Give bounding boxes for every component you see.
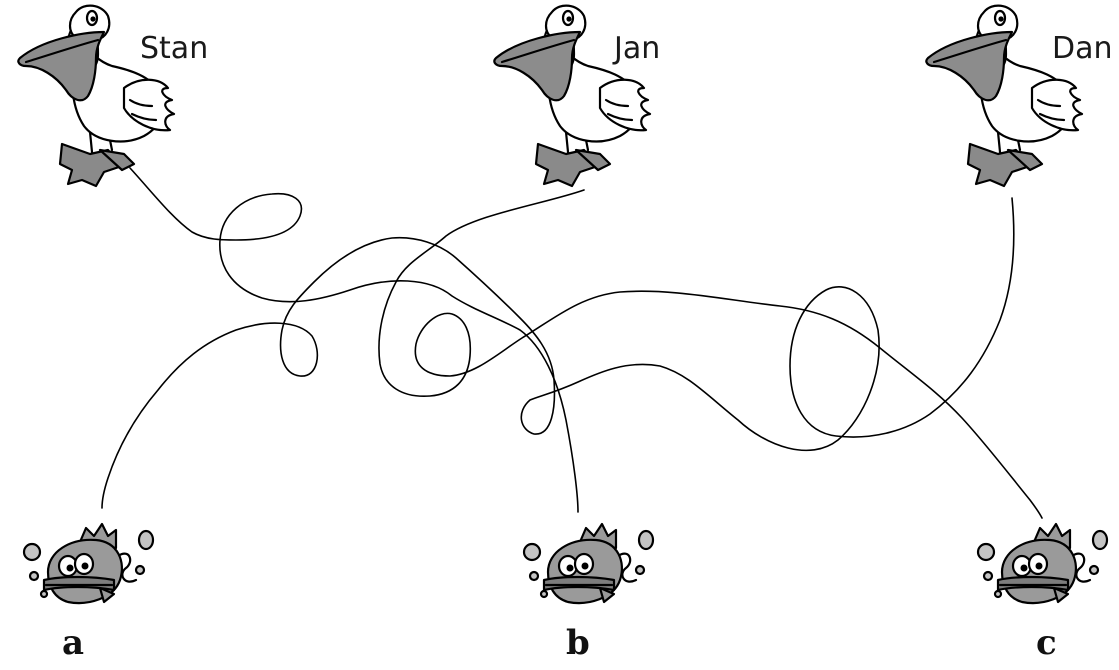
pelican-stan: Stan <box>17 4 208 188</box>
fish-b: b <box>522 522 655 663</box>
fish-icon <box>976 522 1109 605</box>
line-dan <box>101 197 1015 509</box>
fish-a: a <box>22 522 155 663</box>
tangled-lines <box>101 167 1043 519</box>
line-jan <box>378 189 1043 519</box>
fish-label: c <box>1036 623 1057 663</box>
fish-label: a <box>62 623 84 663</box>
fish-c: c <box>976 522 1109 663</box>
pelican-name-label: Stan <box>140 31 208 66</box>
pelican-jan: Jan <box>493 4 660 188</box>
pelican-name-label: Dan <box>1052 31 1113 66</box>
fish-icon <box>522 522 655 605</box>
pelican-name-label: Jan <box>612 31 660 66</box>
line-stan <box>129 167 579 513</box>
pelican-dan: Dan <box>925 4 1113 188</box>
fish-label: b <box>566 623 590 663</box>
fish-icon <box>22 522 155 605</box>
